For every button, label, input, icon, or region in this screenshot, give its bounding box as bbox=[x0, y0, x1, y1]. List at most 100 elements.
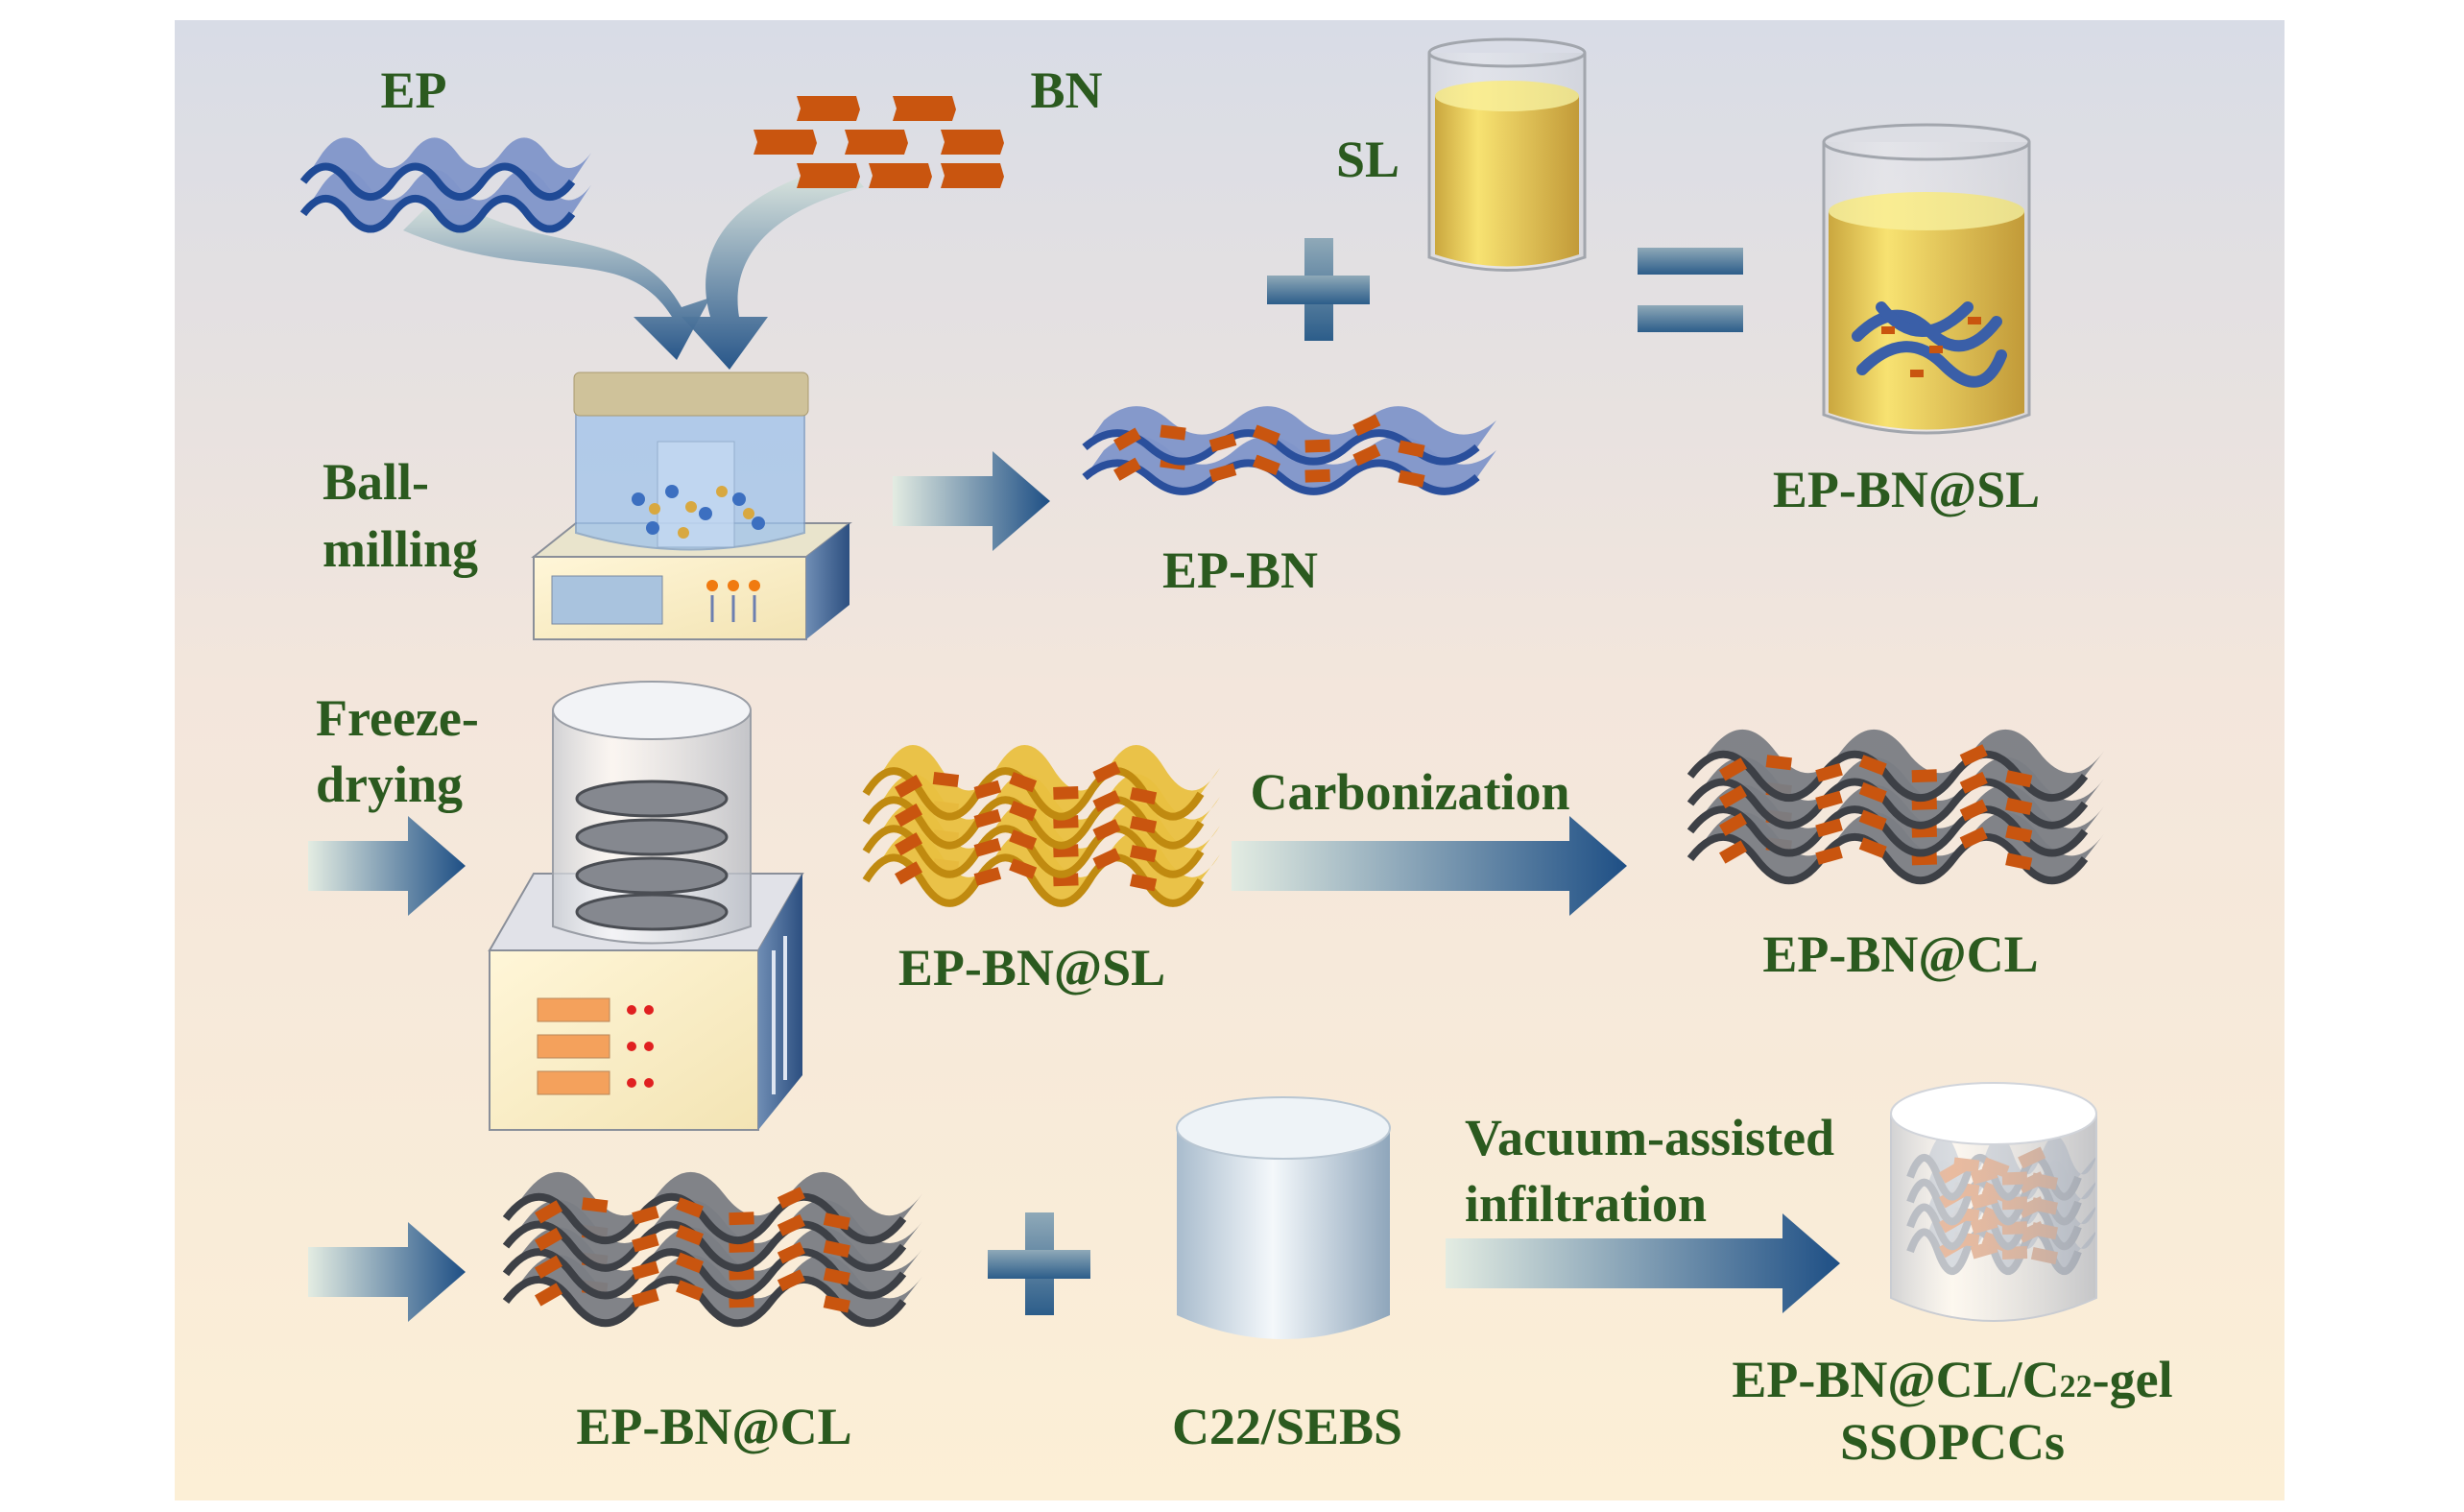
equals-icon bbox=[1638, 248, 1743, 332]
bn-flake bbox=[1208, 463, 1237, 483]
bn-flake bbox=[1858, 781, 1887, 804]
bn-flake bbox=[1959, 744, 1988, 766]
bn-flake bbox=[729, 1212, 754, 1226]
cylinder-icon bbox=[1176, 1096, 1391, 1339]
bn-flake bbox=[1130, 816, 1158, 834]
bn-flake bbox=[1959, 799, 1988, 822]
bn-flake bbox=[1815, 790, 1843, 810]
bn-flake bbox=[1398, 469, 1425, 488]
bn-flake bbox=[797, 96, 860, 121]
bn-flake bbox=[1092, 819, 1121, 841]
bn-flake bbox=[845, 130, 908, 155]
ep-sheet bbox=[299, 137, 591, 233]
ep-bn-cl-sheet bbox=[1687, 729, 2104, 885]
bn-flake bbox=[823, 1267, 850, 1285]
label-c22-sebs: C22/SEBS bbox=[1172, 1398, 1402, 1455]
bn-flake bbox=[676, 1224, 704, 1246]
bn-flake bbox=[1053, 786, 1079, 800]
label-ep-bn-cl-top: EP-BN@CL bbox=[1762, 925, 2038, 983]
bn-flake bbox=[1352, 414, 1381, 437]
label-ep-bn-sl-beaker: EP-BN@SL bbox=[1773, 461, 2040, 518]
sheet-layer bbox=[506, 1171, 922, 1241]
bn-flake bbox=[894, 804, 923, 828]
bn-flake bbox=[1009, 801, 1038, 822]
bn-flake bbox=[1092, 790, 1121, 812]
bn-flake bbox=[1304, 439, 1330, 453]
sheet-layer bbox=[866, 745, 1220, 817]
sheet-layer bbox=[1085, 436, 1496, 492]
bn-flake bbox=[2005, 797, 2033, 816]
label-freeze-drying-2: drying bbox=[316, 756, 463, 813]
label-final-1-a: EP-BN@CL/C bbox=[1732, 1351, 2059, 1408]
bn-flake bbox=[1130, 786, 1158, 805]
label-ep-bn-sl: EP-BN@SL bbox=[898, 939, 1165, 996]
bn-flake bbox=[1719, 812, 1748, 836]
arrow-right-icon bbox=[1232, 816, 1627, 916]
bn-flake bbox=[823, 1212, 850, 1231]
ep-bn-cl-sheet bbox=[502, 1171, 922, 1328]
bn-flake bbox=[823, 1239, 850, 1259]
bn-flake bbox=[777, 1269, 805, 1292]
bn-flake bbox=[632, 1260, 659, 1281]
bn-flake bbox=[1130, 874, 1158, 892]
bn-flake bbox=[1208, 433, 1237, 452]
bn-flake bbox=[1719, 757, 1748, 781]
bn-flake bbox=[1858, 837, 1887, 858]
bn-flake bbox=[941, 130, 1004, 155]
bn-flake bbox=[534, 1227, 563, 1252]
label-vacuum-2: infiltration bbox=[1465, 1175, 1707, 1233]
bn-flake bbox=[1911, 769, 1938, 783]
bn-flake bbox=[1398, 440, 1425, 458]
bn-flake bbox=[1352, 444, 1381, 467]
bn-flake bbox=[676, 1280, 704, 1301]
bn-flake bbox=[1009, 771, 1038, 793]
bn-flake bbox=[632, 1206, 659, 1225]
bn-flake bbox=[893, 96, 956, 121]
curved-arrow-bn bbox=[682, 163, 864, 370]
bn-flake bbox=[2005, 770, 2033, 788]
sheet-layer bbox=[1690, 729, 2104, 799]
label-freeze-drying-1: Freeze- bbox=[316, 689, 479, 747]
bn-flake bbox=[534, 1283, 563, 1307]
ep-bn-sheet bbox=[1082, 406, 1496, 495]
bn-flake bbox=[973, 808, 1002, 828]
arrow-right-icon bbox=[1446, 1213, 1840, 1313]
bn-flake bbox=[1304, 468, 1330, 483]
bn-flake bbox=[1160, 424, 1186, 441]
bn-flake bbox=[1719, 840, 1748, 864]
bn-flake bbox=[973, 837, 1002, 857]
bn-flake bbox=[1092, 760, 1121, 783]
bn-flake bbox=[1252, 454, 1280, 476]
curved-arrow-ep bbox=[403, 192, 710, 360]
bn-flake bbox=[1959, 827, 1988, 850]
bn-flake bbox=[973, 780, 1002, 800]
bn-flake bbox=[894, 861, 923, 885]
bn-flake bbox=[777, 1213, 805, 1236]
bn-flake bbox=[676, 1197, 704, 1218]
bn-flake bbox=[1959, 771, 1988, 794]
bn-flake bbox=[797, 163, 860, 188]
label-bn: BN bbox=[1030, 61, 1102, 119]
label-ball-milling-2: milling bbox=[323, 520, 478, 578]
bn-flake bbox=[1815, 846, 1843, 865]
bn-flake bbox=[534, 1255, 563, 1279]
label-ep-bn: EP-BN bbox=[1162, 541, 1318, 599]
bn-flake bbox=[1009, 858, 1038, 879]
bn-flake bbox=[1112, 427, 1142, 451]
sheet-layer bbox=[303, 169, 591, 229]
arrow-right-icon bbox=[893, 451, 1050, 551]
sheet-edge bbox=[299, 162, 576, 201]
bn-flake bbox=[823, 1295, 850, 1313]
label-sl: SL bbox=[1336, 131, 1399, 188]
label-ep: EP bbox=[380, 61, 446, 119]
label-final-2: SSOPCCs bbox=[1840, 1413, 2065, 1471]
bn-flake bbox=[1858, 755, 1887, 776]
ball-mill-icon bbox=[531, 372, 852, 640]
cylinder-icon bbox=[1890, 1082, 2097, 1322]
bn-flake bbox=[581, 1197, 609, 1213]
label-vacuum-1: Vacuum-assisted bbox=[1465, 1109, 1834, 1166]
bn-flake bbox=[2005, 852, 2033, 871]
bn-flake bbox=[894, 774, 923, 799]
sheet-layer bbox=[1085, 406, 1496, 462]
